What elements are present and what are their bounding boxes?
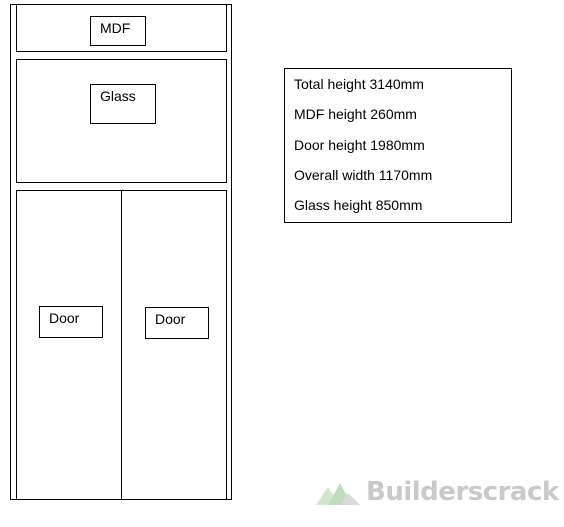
spec-overall-width: Overall width 1170mm <box>294 167 433 183</box>
mdf-label: MDF <box>90 16 146 46</box>
door-left-label: Door <box>39 306 103 338</box>
builderscrack-watermark: Builderscrack <box>316 476 559 508</box>
builderscrack-logo-icon <box>316 483 360 505</box>
watermark-text: Builderscrack <box>366 477 559 507</box>
door-divider <box>121 190 122 500</box>
spec-mdf-height: MDF height 260mm <box>294 106 417 122</box>
glass-label: Glass <box>90 84 156 124</box>
spec-glass-height: Glass height 850mm <box>294 197 423 213</box>
door-right-label: Door <box>145 307 209 339</box>
spec-door-height: Door height 1980mm <box>294 137 425 153</box>
specifications-box: Total height 3140mm MDF height 260mm Doo… <box>284 68 512 223</box>
spec-total-height: Total height 3140mm <box>294 76 424 92</box>
